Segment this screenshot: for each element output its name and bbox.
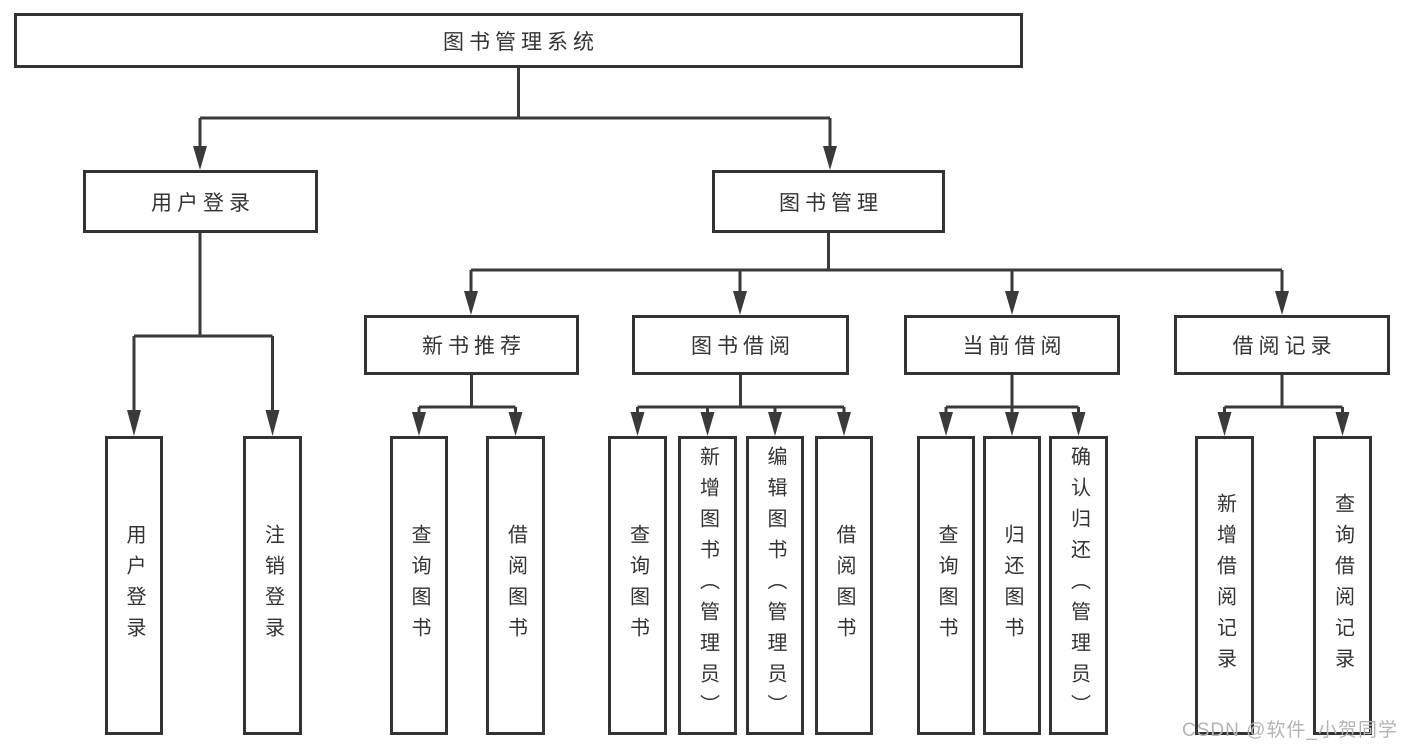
node-label: 借阅图书: [833, 523, 855, 648]
node-current-borrowing: 当前借阅: [904, 315, 1120, 375]
connector-borrow-record-to-leaves: [1217, 375, 1350, 436]
node-label: 查询图书: [408, 523, 430, 648]
node-label: 用户登录: [123, 523, 145, 648]
node-new-book-recommendation: 新书推荐: [364, 315, 579, 375]
node-label: 注销登录: [261, 523, 284, 648]
node-leaf-user-login: 用户登录: [105, 436, 163, 735]
node-book-borrowing: 图书借阅: [632, 315, 849, 375]
node-label: 借阅记录: [1232, 335, 1337, 358]
node-leaf-borrow-books-recommend: 借阅图书: [486, 436, 545, 735]
node-borrowing-records: 借阅记录: [1174, 315, 1390, 375]
connector-root-to-level1: [193, 68, 837, 170]
node-label: 确认归还（管理员）: [1067, 446, 1090, 725]
node-leaf-return-book: 归还图书: [983, 436, 1041, 735]
node-leaf-edit-book-admin: 编辑图书（管理员）: [746, 436, 804, 735]
node-label: 查询图书: [626, 523, 649, 648]
node-library-management-system: 图书管理系统: [14, 13, 1023, 68]
node-leaf-query-books-recommend: 查询图书: [390, 436, 448, 735]
node-label: 当前借阅: [962, 335, 1067, 358]
node-label: 查询图书: [935, 523, 957, 648]
node-label: 借阅图书: [504, 523, 527, 648]
node-label: 图书借阅: [691, 335, 795, 358]
node-label: 新增图书（管理员）: [696, 446, 719, 725]
node-label: 归还图书: [1001, 523, 1023, 648]
csdn-watermark: CSDN @软件_小贺同学: [1182, 720, 1398, 741]
node-label: 新书推荐: [422, 335, 526, 358]
node-leaf-logout: 注销登录: [243, 436, 302, 735]
node-label: 图书管理: [779, 191, 883, 215]
node-label: 图书管理系统: [443, 30, 599, 54]
connector-book-management-to-level2: [464, 233, 1289, 315]
node-user-login: 用户登录: [83, 170, 318, 233]
connector-new-book-to-leaves: [412, 375, 523, 436]
node-leaf-query-borrow-record: 查询借阅记录: [1313, 436, 1372, 735]
node-book-management: 图书管理: [712, 170, 945, 233]
node-leaf-add-borrow-record: 新增借阅记录: [1195, 436, 1254, 735]
node-label: 查询借阅记录: [1331, 492, 1354, 679]
node-leaf-query-books-borrow: 查询图书: [608, 436, 667, 735]
connector-current-borrow-to-leaves: [939, 375, 1086, 436]
node-leaf-borrow-books: 借阅图书: [815, 436, 873, 735]
connector-user-login-to-leaves: [127, 233, 280, 436]
node-label: 编辑图书（管理员）: [764, 446, 786, 725]
node-leaf-add-book-admin: 新增图书（管理员）: [678, 436, 737, 735]
node-label: 新增借阅记录: [1213, 492, 1236, 679]
node-label: 用户登录: [151, 191, 255, 215]
node-leaf-confirm-return-admin: 确认归还（管理员）: [1049, 436, 1108, 735]
connector-book-borrow-to-leaves: [630, 375, 851, 436]
node-leaf-query-books-current: 查询图书: [917, 436, 975, 735]
